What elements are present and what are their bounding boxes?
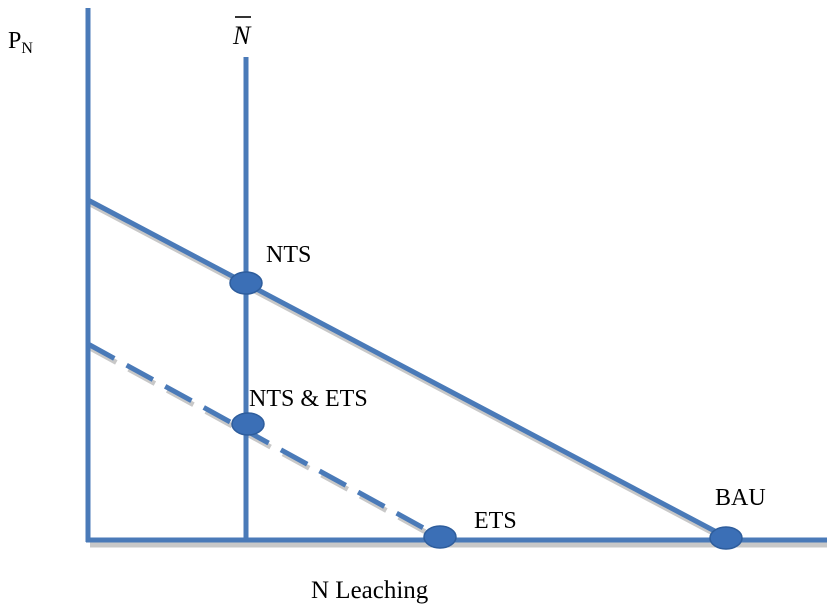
n-bar-label: N xyxy=(232,21,252,50)
y-axis-label: PN xyxy=(8,28,33,57)
y-axis-label-sub: N xyxy=(21,40,33,57)
solid-curve xyxy=(86,197,728,540)
y-axis-label-main: P xyxy=(8,28,21,54)
point-bau xyxy=(709,526,743,550)
label-nts-ets: NTS & ETS xyxy=(249,386,368,412)
dashed-curve xyxy=(86,341,442,540)
label-nts: NTS xyxy=(266,242,311,268)
point-nts-ets xyxy=(231,412,265,436)
label-bau: BAU xyxy=(715,485,766,511)
x-axis-label: N Leaching xyxy=(311,577,429,604)
point-ets xyxy=(423,525,457,549)
label-ets: ETS xyxy=(474,508,517,534)
line-shadows xyxy=(88,201,827,548)
point-nts xyxy=(229,271,263,295)
